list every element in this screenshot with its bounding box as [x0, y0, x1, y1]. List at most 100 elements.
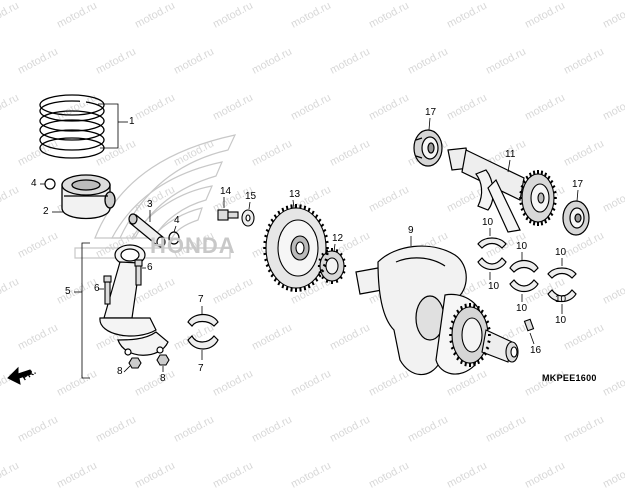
gear-tooth: [321, 270, 323, 272]
callout-2: 2: [43, 207, 49, 217]
gear-tooth: [287, 206, 288, 210]
gear-tooth: [530, 220, 531, 224]
gear-tooth: [481, 310, 483, 313]
gear-tooth: [337, 249, 338, 252]
gear-tooth: [451, 321, 454, 323]
gear-tooth: [319, 219, 321, 222]
gear-tooth: [523, 213, 525, 215]
callout-6-left: 6: [94, 284, 100, 294]
gear-tooth: [271, 219, 273, 222]
gear-tooth: [304, 206, 305, 210]
callout-9: 9: [408, 226, 414, 236]
gear-tooth: [271, 274, 273, 277]
gear-tooth: [340, 277, 341, 279]
gear-tooth: [264, 242, 267, 243]
gear-tooth: [521, 186, 524, 188]
gear-tooth: [548, 176, 550, 179]
gear-tooth: [340, 253, 341, 255]
gear-tooth: [488, 328, 491, 329]
callout-4-right: 4: [174, 216, 180, 226]
gear-tooth: [304, 286, 305, 290]
gear-tooth: [454, 352, 456, 354]
gear-tooth: [326, 242, 329, 243]
callout-8-right: 8: [160, 374, 166, 384]
gear-tooth: [337, 280, 338, 283]
gear-tooth: [542, 171, 543, 175]
gear-tooth: [312, 282, 314, 285]
gear-tooth: [461, 306, 462, 310]
gear-tooth: [316, 215, 318, 218]
gear-tooth: [319, 259, 321, 260]
gear-tooth: [450, 328, 453, 329]
gear-tooth: [319, 274, 321, 277]
callout-16: 16: [530, 346, 541, 356]
gear-tooth: [287, 286, 288, 290]
gear-tooth: [266, 230, 269, 232]
callout-3: 3: [147, 200, 153, 210]
gear-13-teeth: [263, 204, 329, 292]
gear-tooth: [534, 221, 535, 225]
callout-13: 13: [289, 190, 300, 200]
callout-10-b: 10: [516, 242, 527, 252]
callout-8-left: 8: [117, 367, 123, 377]
gear-tooth: [323, 265, 326, 267]
gear-tooth: [465, 362, 466, 366]
callout-17-top: 17: [425, 108, 436, 118]
callout-5: 5: [65, 287, 71, 297]
gear-tooth: [484, 352, 486, 354]
callout-10-c: 10: [555, 248, 566, 258]
gear-tooth: [486, 321, 489, 323]
gear-9-teeth: [449, 303, 491, 367]
gear-tooth: [474, 362, 475, 366]
gear-tooth: [265, 236, 268, 237]
callout-7-bottom: 7: [198, 364, 204, 374]
gear-tooth: [278, 282, 280, 285]
gear-tooth: [325, 259, 328, 260]
gear-tooth: [521, 208, 524, 210]
gear-tooth: [457, 357, 459, 360]
callout-10-e: 10: [516, 304, 527, 314]
gear-tooth: [520, 203, 523, 204]
gear-tooth: [534, 171, 535, 175]
gear-tooth: [457, 310, 459, 313]
gear-tooth: [486, 347, 489, 349]
callout-10-f: 10: [555, 316, 566, 326]
gear-tooth: [265, 259, 268, 260]
gear-tooth: [327, 280, 328, 283]
gear-tooth: [451, 347, 454, 349]
callout-10-d: 10: [488, 282, 499, 292]
gear-tooth: [520, 192, 523, 193]
gear-teeth-layer: [0, 0, 625, 468]
gear-tooth: [325, 236, 328, 237]
gear-tooth: [282, 284, 283, 288]
callout-6-right: 6: [147, 263, 153, 273]
gear-12-teeth: [318, 248, 346, 284]
gear-tooth: [268, 270, 270, 272]
gear-tooth: [454, 315, 456, 317]
gear-tooth: [545, 173, 546, 177]
gear-tooth: [343, 272, 345, 273]
gear-tooth: [488, 341, 491, 342]
gear-tooth: [526, 176, 528, 179]
gear-tooth: [275, 278, 277, 281]
gear-tooth: [321, 224, 323, 226]
gear-tooth: [319, 272, 321, 273]
gear-tooth: [322, 253, 323, 255]
callout-17-right: 17: [572, 180, 583, 190]
callout-11: 11: [505, 150, 515, 160]
gear-tooth: [523, 181, 525, 183]
gear-tooth: [312, 211, 314, 214]
gear-tooth: [552, 186, 555, 188]
gear-tooth: [478, 306, 479, 310]
gear-tooth: [326, 254, 329, 255]
gear-tooth: [478, 360, 479, 364]
gear-tooth: [323, 230, 326, 232]
callout-1: 1: [129, 117, 135, 127]
callout-12: 12: [332, 234, 343, 244]
gear-tooth: [526, 217, 528, 220]
gear-tooth: [545, 220, 546, 224]
gear-tooth: [327, 249, 328, 252]
gear-tooth: [461, 360, 462, 364]
gear-tooth: [551, 181, 553, 183]
